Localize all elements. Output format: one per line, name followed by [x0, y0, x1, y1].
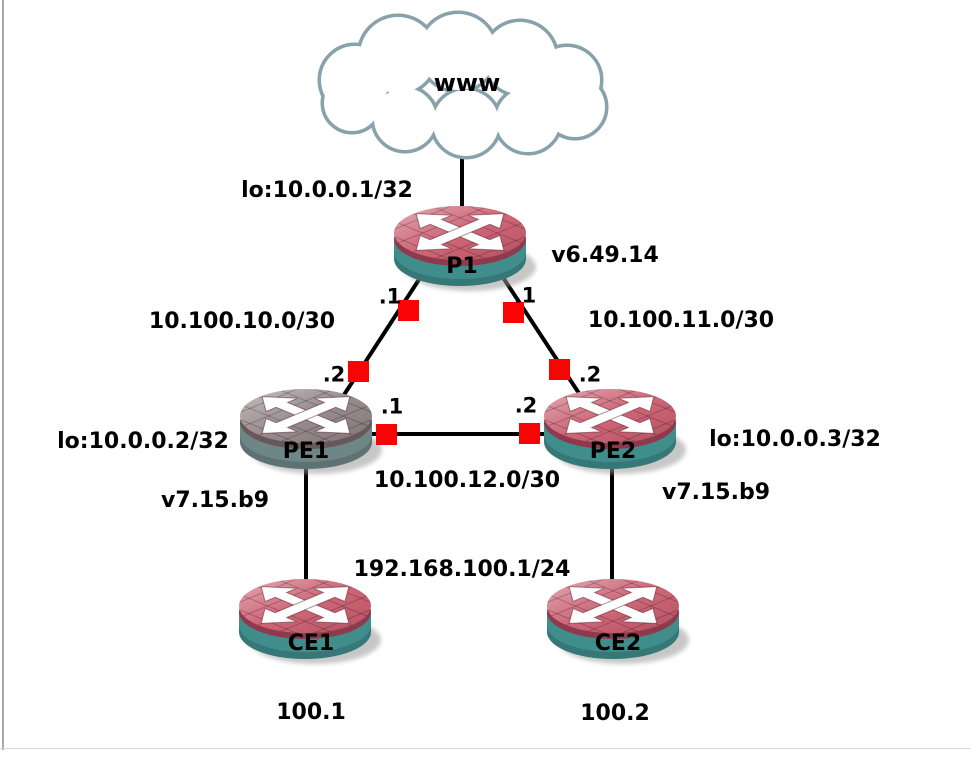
port-label-p1-pe2-a: .1 — [513, 283, 537, 308]
loopback-label-pe1: lo:10.0.0.2/32 — [57, 429, 229, 454]
version-label-pe1: v7.15.b9 — [160, 488, 270, 513]
port-label-pe1-pe2-b: .2 — [514, 393, 538, 418]
address-label-ce2: 100.2 — [580, 701, 650, 726]
port-marker-p1-pe2-a — [503, 302, 524, 323]
port-marker-p1-pe1-b — [348, 361, 369, 382]
link-p1-pe1 — [336, 276, 422, 406]
port-marker-p1-pe2-b — [549, 359, 570, 380]
port-label-p1-pe1-a: .1 — [378, 284, 402, 309]
page-bottom-border — [0, 748, 970, 749]
address-label-ce1: 100.1 — [276, 700, 346, 725]
version-label-p1: v6.49.14 — [551, 243, 659, 268]
node-label-pe1: PE1 — [282, 439, 330, 464]
port-markers — [348, 300, 570, 445]
subnet-label-pe1-pe2: 10.100.12.0/30 — [373, 468, 561, 493]
subnet-label-ce-lan: 192.168.100.1/24 — [353, 557, 571, 582]
page-left-border — [2, 0, 4, 750]
port-marker-pe1-pe2-a — [376, 424, 397, 445]
port-label-p1-pe2-b: .2 — [578, 362, 602, 387]
port-label-pe1-pe2-a: .1 — [380, 394, 404, 419]
loopback-label-p1: lo:10.0.0.1/32 — [241, 178, 413, 203]
node-label-pe2: PE2 — [589, 439, 637, 464]
node-label-ce1: CE1 — [287, 631, 335, 656]
internet-cloud-icon — [317, 10, 609, 160]
subnet-label-p1-pe2: 10.100.11.0/30 — [587, 308, 775, 333]
node-label-p1: P1 — [446, 254, 478, 279]
subnet-label-p1-pe1: 10.100.10.0/30 — [148, 309, 336, 334]
version-label-pe2: v7.15.b9 — [661, 480, 771, 505]
loopback-label-pe2: lo:10.0.0.3/32 — [709, 427, 881, 452]
port-marker-p1-pe1-a — [398, 300, 419, 321]
link-p1-pe2 — [502, 277, 588, 406]
port-marker-pe1-pe2-b — [519, 423, 540, 444]
cloud-label: www — [433, 69, 501, 97]
port-label-p1-pe1-b: .2 — [322, 362, 346, 387]
node-label-ce2: CE2 — [594, 631, 642, 656]
